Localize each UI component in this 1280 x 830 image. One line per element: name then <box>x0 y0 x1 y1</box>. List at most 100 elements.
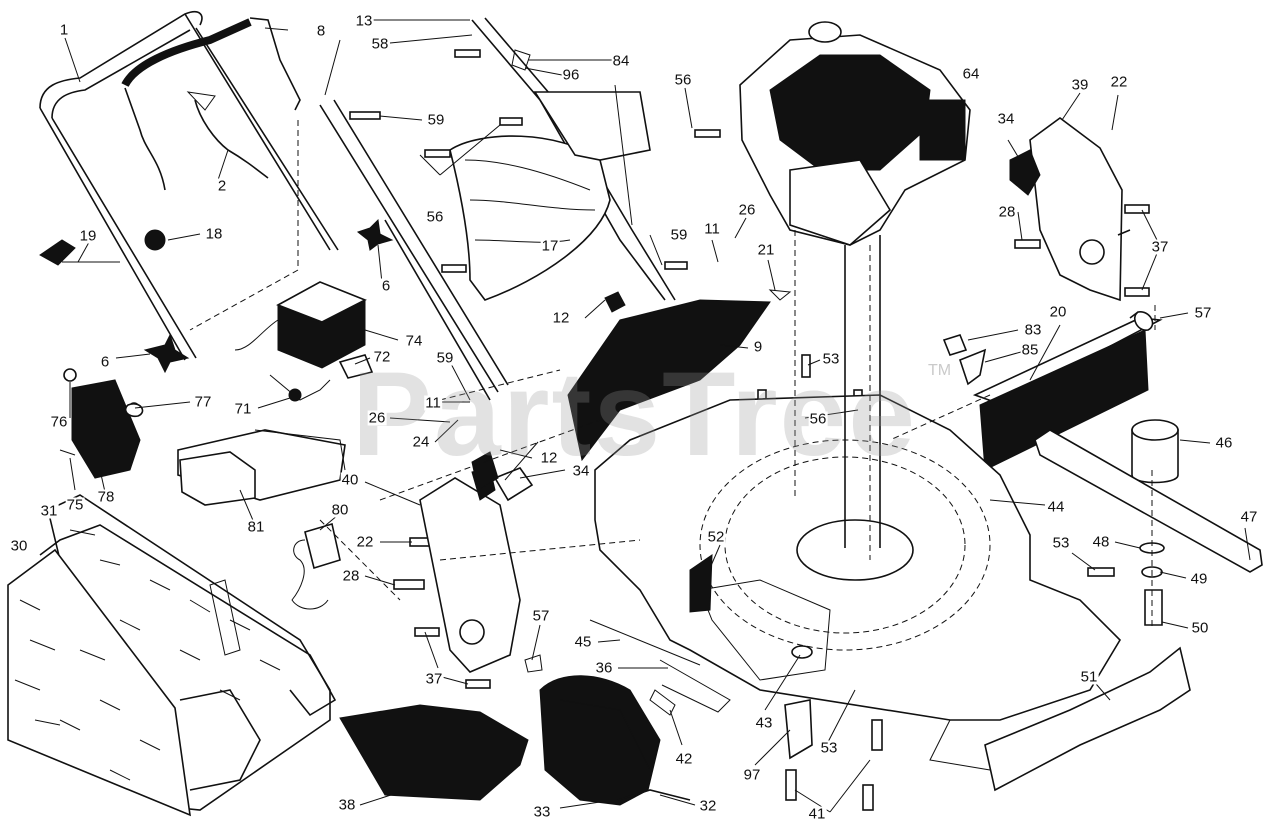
callout-37: 37 <box>1150 238 1170 256</box>
callout-57: 57 <box>1193 304 1213 322</box>
callout-44: 44 <box>1046 498 1066 516</box>
callout-11: 11 <box>424 394 442 412</box>
callout-6: 6 <box>380 277 392 295</box>
mulch-plug <box>339 704 529 801</box>
control-cable <box>121 18 252 88</box>
callout-71: 71 <box>233 400 253 418</box>
callout-53: 53 <box>819 739 839 757</box>
engine <box>739 21 971 246</box>
callout-19: 19 <box>78 227 98 245</box>
callout-80: 80 <box>330 501 350 519</box>
handle-knob-right <box>144 229 166 251</box>
trademark-mark: TM <box>928 362 952 379</box>
rear-bracket-right <box>1029 117 1123 302</box>
callout-96: 96 <box>561 66 581 84</box>
callout-97: 97 <box>742 766 762 784</box>
callout-13: 13 <box>354 12 374 30</box>
callout-12: 12 <box>551 309 571 327</box>
callout-45: 45 <box>573 633 593 651</box>
handle-shield <box>449 135 611 301</box>
callout-20: 20 <box>1048 303 1068 321</box>
front-baffle <box>984 646 1191 792</box>
star-knob <box>143 333 190 374</box>
callout-18: 18 <box>204 225 224 243</box>
callout-56: 56 <box>425 208 445 226</box>
callout-6: 6 <box>99 353 111 371</box>
callout-28: 28 <box>341 567 361 585</box>
callout-34: 34 <box>571 462 591 480</box>
callout-41: 41 <box>807 805 827 823</box>
battery-tray <box>177 429 346 506</box>
rear-guard <box>972 317 1163 471</box>
callout-38: 38 <box>337 796 357 814</box>
callout-37: 37 <box>424 670 444 688</box>
mower-deck <box>594 394 1122 771</box>
callout-46: 46 <box>1214 434 1234 452</box>
side-chute <box>539 675 661 806</box>
callout-17: 17 <box>540 237 560 255</box>
callout-64: 64 <box>961 65 981 83</box>
callout-21: 21 <box>756 241 776 259</box>
callout-81: 81 <box>246 518 266 536</box>
callout-83: 83 <box>1023 321 1043 339</box>
handle-knob <box>39 239 76 266</box>
callout-26: 26 <box>737 201 757 219</box>
callout-57: 57 <box>531 607 551 625</box>
blade-adapter <box>1131 429 1179 484</box>
callout-32: 32 <box>698 797 718 815</box>
callout-26: 26 <box>367 409 387 427</box>
callout-31: 31 <box>39 502 59 520</box>
callout-9: 9 <box>752 338 764 356</box>
callout-50: 50 <box>1190 619 1210 637</box>
grass-bag <box>7 494 337 817</box>
callout-47: 47 <box>1239 508 1259 526</box>
upper-handle <box>39 10 339 361</box>
callout-43: 43 <box>754 714 774 732</box>
callout-1: 1 <box>58 21 70 39</box>
blade <box>1034 429 1263 573</box>
callout-74: 74 <box>404 332 424 350</box>
callout-59: 59 <box>435 349 455 367</box>
battery <box>234 281 367 369</box>
callout-33: 33 <box>532 803 552 821</box>
callout-36: 36 <box>594 659 614 677</box>
callout-12: 12 <box>539 449 559 467</box>
callout-56: 56 <box>673 71 693 89</box>
callout-85: 85 <box>1020 341 1040 359</box>
callout-39: 39 <box>1070 76 1090 94</box>
callout-24: 24 <box>411 433 431 451</box>
rear-flap <box>567 299 771 462</box>
callout-56: 56 <box>808 410 828 428</box>
lower-handle <box>319 17 676 401</box>
callout-58: 58 <box>370 35 390 53</box>
callout-53: 53 <box>821 350 841 368</box>
switch-housing <box>71 379 141 479</box>
callout-22: 22 <box>355 533 375 551</box>
callout-28: 28 <box>997 203 1017 221</box>
callout-53: 53 <box>1051 534 1071 552</box>
callout-11: 11 <box>703 220 721 238</box>
callout-42: 42 <box>674 750 694 768</box>
callout-76: 76 <box>49 413 69 431</box>
callout-52: 52 <box>706 528 726 546</box>
callout-72: 72 <box>372 348 392 366</box>
callout-49: 49 <box>1189 570 1209 588</box>
callout-48: 48 <box>1091 533 1111 551</box>
callout-59: 59 <box>669 226 689 244</box>
callout-84: 84 <box>611 52 631 70</box>
callout-2: 2 <box>216 177 228 195</box>
callout-40: 40 <box>340 471 360 489</box>
callout-8: 8 <box>315 22 327 40</box>
callout-77: 77 <box>193 393 213 411</box>
charger <box>304 522 341 570</box>
callout-22: 22 <box>1109 73 1129 91</box>
callout-75: 75 <box>65 496 85 514</box>
rear-bracket-left <box>419 477 521 673</box>
callout-78: 78 <box>96 488 116 506</box>
callout-34: 34 <box>996 110 1016 128</box>
callout-59: 59 <box>426 111 446 129</box>
callout-30: 30 <box>9 537 29 555</box>
callout-51: 51 <box>1079 668 1099 686</box>
